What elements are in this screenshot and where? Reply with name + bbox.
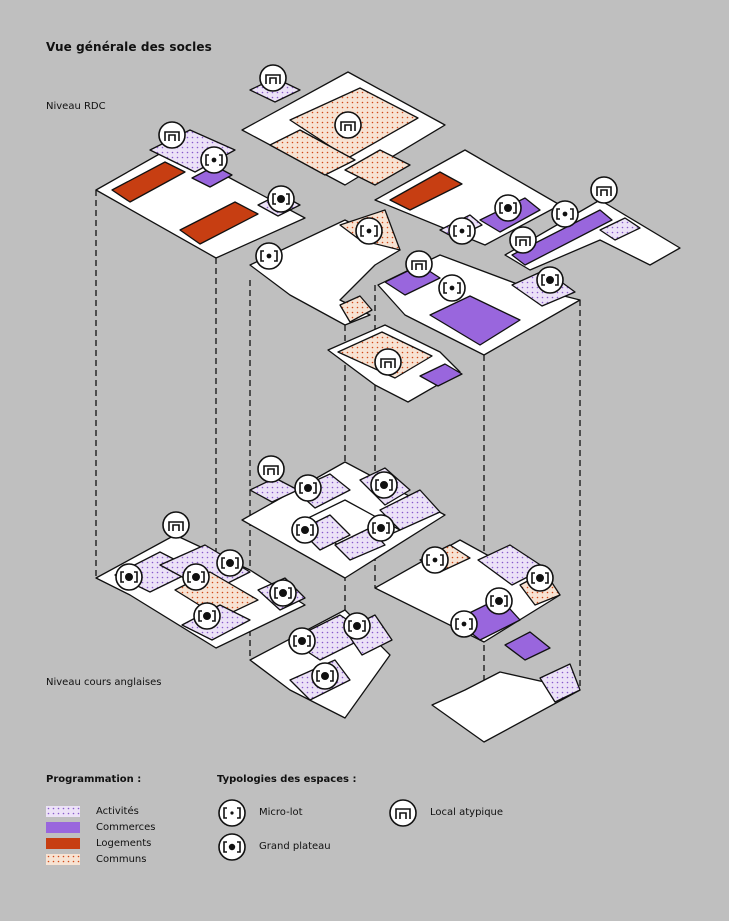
micro-lot-icon	[448, 217, 476, 245]
swatch-communs	[46, 854, 80, 865]
micro-lot-icon	[438, 274, 466, 302]
grand-plateau-icon	[311, 662, 339, 690]
legend-programmation-title: Programmation :	[46, 774, 142, 785]
grand-plateau-icon	[288, 627, 316, 655]
grand-plateau-icon	[370, 471, 398, 499]
swatch-activites	[46, 806, 80, 817]
legend-typologies-title: Typologies des espaces :	[217, 774, 357, 785]
grand-plateau-icon	[485, 587, 513, 615]
local-atypique-icon	[590, 176, 618, 204]
micro-lot-icon	[551, 200, 579, 228]
swatch-logements	[46, 838, 80, 849]
grand-plateau-icon	[193, 602, 221, 630]
grand-plateau-icon	[182, 563, 210, 591]
local-atypique-icon	[374, 348, 402, 376]
micro-lot-icon	[450, 610, 478, 638]
local-atypique-icon	[389, 799, 417, 827]
local-atypique-icon	[405, 250, 433, 278]
micro-lot-icon	[255, 242, 283, 270]
level-label-rdc: Niveau RDC	[46, 101, 106, 112]
local-atypique-icon	[334, 111, 362, 139]
local-atypique-icon	[158, 121, 186, 149]
level-label-basement: Niveau cours anglaises	[46, 677, 162, 688]
grand-plateau-icon	[291, 516, 319, 544]
grand-plateau-icon	[115, 563, 143, 591]
micro-lot-icon	[200, 146, 228, 174]
grand-plateau-icon	[294, 474, 322, 502]
grand-plateau-icon	[267, 185, 295, 213]
micro-lot-icon	[355, 217, 383, 245]
micro-lot-icon	[421, 546, 449, 574]
swatch-commerces	[46, 822, 80, 833]
local-atypique-icon	[162, 511, 190, 539]
grand-plateau-icon	[367, 514, 395, 542]
grand-plateau-icon	[536, 266, 564, 294]
grand-plateau-icon	[526, 564, 554, 592]
local-atypique-icon	[257, 455, 285, 483]
grand-plateau-icon	[269, 579, 297, 607]
grand-plateau-icon	[216, 549, 244, 577]
grand-plateau-icon	[218, 833, 246, 861]
local-atypique-icon	[259, 64, 287, 92]
grand-plateau-icon	[343, 612, 371, 640]
micro-lot-icon	[218, 799, 246, 827]
local-atypique-icon	[509, 226, 537, 254]
page-title: Vue générale des socles	[46, 40, 212, 54]
plan-icons	[115, 64, 618, 690]
grand-plateau-icon	[494, 194, 522, 222]
